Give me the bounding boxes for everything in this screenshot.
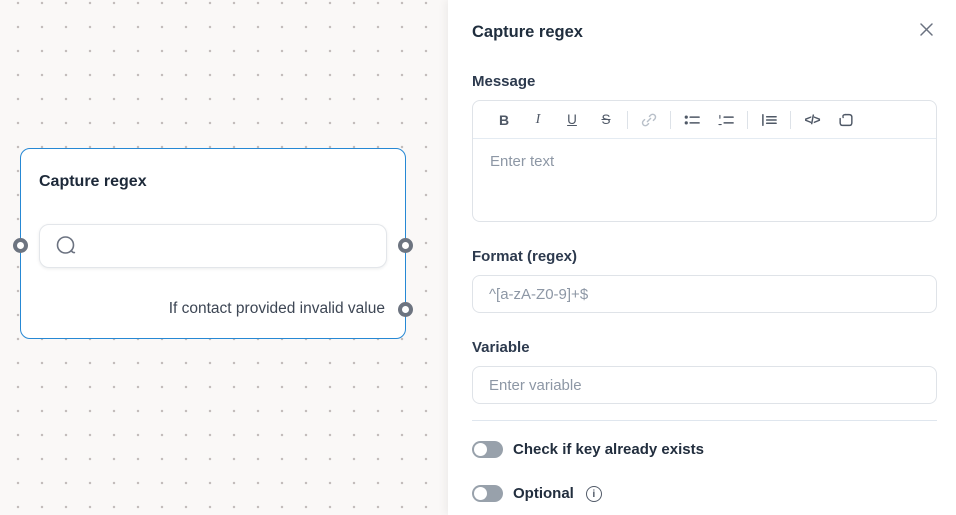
settings-panel: Capture regex Message B I U S xyxy=(448,0,956,515)
format-regex-label: Format (regex) xyxy=(472,248,578,265)
toggle-knob xyxy=(474,487,487,500)
variable-input[interactable] xyxy=(472,366,937,404)
rich-text-editor: B I U S xyxy=(472,100,937,222)
link-icon xyxy=(641,113,657,126)
capture-regex-node[interactable]: Capture regex If contact provided invali… xyxy=(13,148,413,339)
toggle-knob xyxy=(474,443,487,456)
error-output-port[interactable] xyxy=(398,302,413,317)
toolbar-divider xyxy=(670,110,671,129)
check-key-toggle-label: Check if key already exists xyxy=(513,441,704,458)
optional-toggle-label: Optional xyxy=(513,485,574,502)
editor-toolbar: B I U S xyxy=(473,101,936,138)
editor-toolbar-divider xyxy=(473,138,936,139)
underline-button[interactable]: U xyxy=(561,108,583,132)
code-button[interactable]: </> xyxy=(801,108,823,132)
embed-code-icon xyxy=(839,113,853,126)
node-error-branch-label: If contact provided invalid value xyxy=(168,300,385,317)
close-button[interactable] xyxy=(916,19,937,40)
format-regex-input[interactable] xyxy=(472,275,937,313)
bullet-list-button[interactable] xyxy=(681,108,703,132)
section-divider xyxy=(472,420,937,421)
italic-button[interactable]: I xyxy=(527,108,549,132)
toolbar-divider xyxy=(790,110,791,129)
check-key-toggle[interactable] xyxy=(472,441,503,458)
bullet-list-icon xyxy=(684,115,700,124)
toolbar-divider xyxy=(627,110,628,129)
indent-list-icon xyxy=(761,113,777,126)
panel-title: Capture regex xyxy=(472,23,583,41)
input-port[interactable] xyxy=(13,238,28,253)
info-icon[interactable]: i xyxy=(585,485,602,502)
optional-toggle-row: Optional i xyxy=(472,485,937,502)
variable-label: Variable xyxy=(472,339,530,356)
output-port[interactable] xyxy=(398,238,413,253)
check-key-toggle-row: Check if key already exists xyxy=(472,441,937,458)
strikethrough-button[interactable]: S xyxy=(595,108,617,132)
embed-code-button[interactable] xyxy=(835,108,857,132)
flow-canvas[interactable]: Capture regex If contact provided invali… xyxy=(0,0,448,515)
toolbar-divider xyxy=(747,110,748,129)
message-text-area[interactable]: Enter text xyxy=(490,153,555,170)
bold-button[interactable]: B xyxy=(493,108,515,132)
optional-toggle[interactable] xyxy=(472,485,503,502)
node-title: Capture regex xyxy=(39,173,147,190)
message-label: Message xyxy=(472,73,536,90)
close-icon xyxy=(920,23,933,36)
ordered-list-button[interactable] xyxy=(715,108,737,132)
node-message-preview xyxy=(39,224,387,268)
speech-bubble-icon xyxy=(54,234,78,258)
indent-list-button[interactable] xyxy=(758,108,780,132)
ordered-list-icon xyxy=(717,114,734,125)
panel-header: Capture regex xyxy=(472,19,937,42)
link-button[interactable] xyxy=(638,108,660,132)
